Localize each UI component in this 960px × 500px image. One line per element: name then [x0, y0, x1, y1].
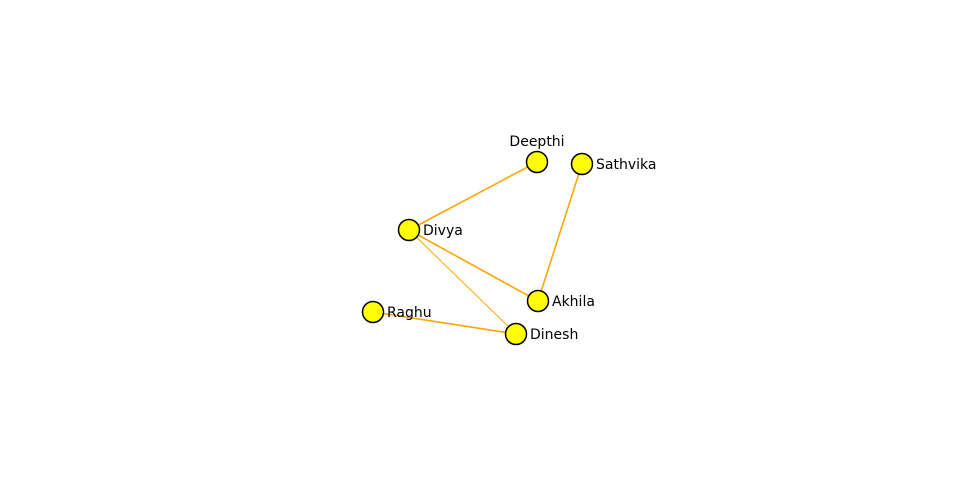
edge-divya-akhila: [408, 229, 539, 302]
node-raghu[interactable]: [361, 300, 385, 324]
node-deepthi[interactable]: [525, 150, 549, 174]
edge-sathvika-akhila: [537, 163, 583, 302]
edge-divya-dinesh: [408, 229, 517, 335]
node-divya[interactable]: [397, 218, 421, 242]
edge-raghu-dinesh: [372, 311, 517, 335]
node-sathvika[interactable]: [570, 152, 594, 176]
node-label: Sathvika: [596, 157, 656, 173]
edges: [372, 161, 583, 335]
node-label: Deepthi: [509, 134, 564, 150]
node-akhila[interactable]: [526, 289, 550, 313]
edge-divya-deepthi: [408, 161, 538, 231]
node-label: Divya: [423, 223, 463, 239]
nodes: [361, 150, 594, 346]
node-label: Raghu: [387, 305, 432, 321]
node-dinesh[interactable]: [504, 322, 528, 346]
node-label: Akhila: [552, 294, 595, 310]
node-label: Dinesh: [530, 327, 578, 343]
